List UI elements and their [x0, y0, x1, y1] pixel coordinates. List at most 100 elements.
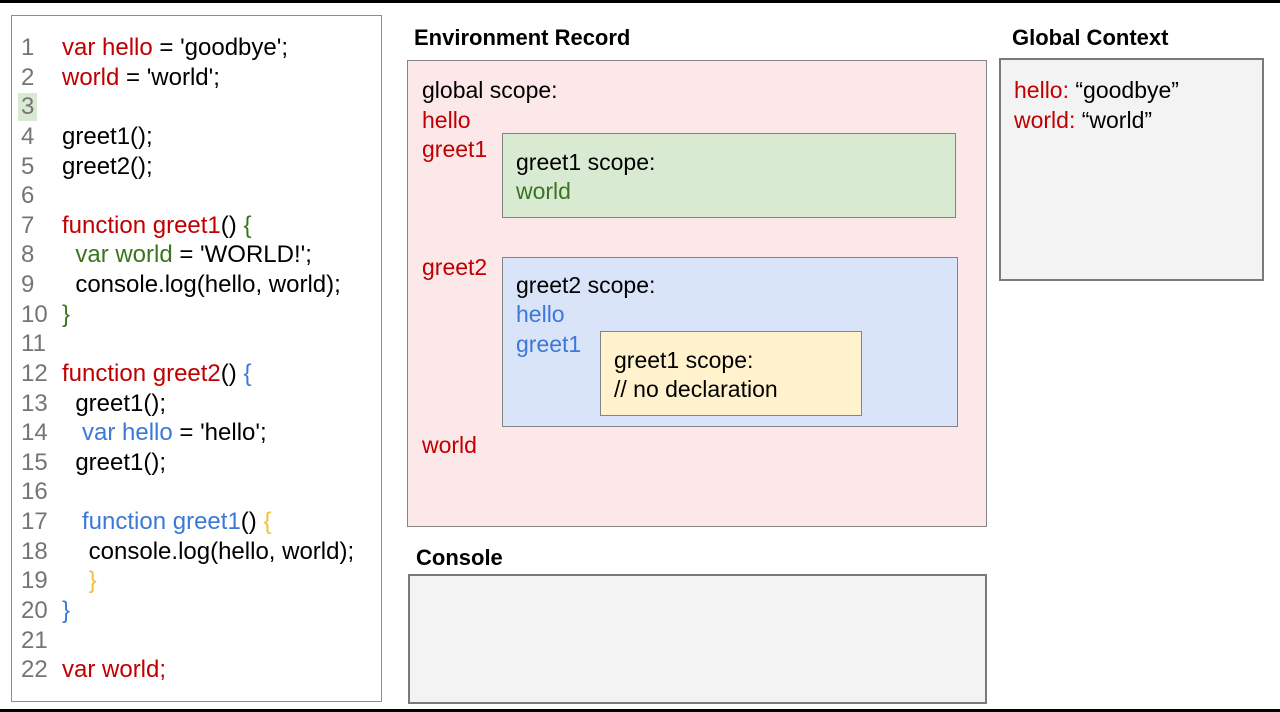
line-number: 22	[21, 656, 48, 684]
code-segment: greet2();	[62, 152, 153, 180]
code-lines: 1 var hello = 'goodbye'; 2 world = 'world';…	[12, 33, 381, 685]
line-number: 20	[21, 596, 48, 624]
code-segment: = 'goodbye';	[152, 34, 288, 61]
code-text: console.log(hello, world);	[62, 270, 340, 300]
code-line-1: 1 var hello = 'goodbye';	[12, 33, 381, 63]
code-text: }	[62, 300, 70, 330]
line-number: 13	[21, 389, 48, 417]
line-number: 1	[21, 34, 35, 61]
code-segment: = 'WORLD!';	[172, 241, 312, 269]
code-line-8: 8 var world = 'WORLD!';	[12, 240, 381, 270]
code-segment: var world	[75, 241, 173, 269]
line-number: 8	[21, 241, 35, 269]
line-number: 7	[21, 211, 35, 239]
code-segment: world	[62, 63, 120, 91]
code-segment: function greet1	[82, 508, 241, 535]
global-context-title: Global Context	[1012, 25, 1169, 50]
global-context-entry-world: world: “world”	[1014, 106, 1262, 136]
letterbox-top-bar	[0, 0, 1280, 3]
greet1-scope-label: greet1 scope:	[516, 149, 656, 175]
line-number: 5	[21, 152, 35, 180]
line-number: 9	[21, 271, 35, 298]
line-number: 19	[21, 567, 48, 595]
code-segment	[62, 419, 82, 446]
line-number: 6	[21, 182, 35, 210]
greet2-scope-item-greet1: greet1	[516, 331, 582, 357]
highlighted-line-number: 3	[18, 93, 38, 122]
code-text: greet2();	[62, 152, 153, 182]
code-segment	[62, 241, 75, 268]
code-segment: var hello	[82, 419, 173, 447]
inner-greet1-scope-label: greet1 scope:	[614, 347, 754, 373]
env-item-greet2: greet2	[422, 254, 488, 280]
code-segment: = 'hello';	[172, 419, 267, 447]
code-text: }	[62, 596, 70, 626]
code-line-21: 21	[12, 626, 381, 656]
code-segment: ()	[240, 508, 264, 535]
code-line-19: 19 }	[12, 566, 381, 596]
code-line-17: 17 function greet1() {	[12, 507, 381, 537]
code-segment: {	[243, 211, 252, 239]
code-text: }	[62, 566, 97, 596]
code-line-10: 10}	[12, 300, 381, 330]
code-segment: var hello	[62, 34, 153, 61]
code-line-18: 18 console.log(hello, world);	[12, 537, 381, 567]
line-number: 3	[12, 92, 62, 122]
line-number: 21	[21, 626, 48, 654]
global-context-entry-hello: hello: “goodbye”	[1014, 76, 1262, 106]
greet2-scope-label: greet2 scope:	[516, 272, 656, 298]
line-number: 15	[21, 448, 48, 476]
code-segment: function greet1	[62, 211, 221, 239]
code-text: var hello = 'goodbye';	[62, 33, 288, 63]
global-scope-label: global scope:	[422, 77, 558, 103]
code-text: greet1();	[62, 389, 166, 419]
code-text: var world = 'WORLD!';	[62, 240, 312, 270]
env-item-hello: hello	[422, 107, 471, 133]
code-segment: greet1();	[62, 389, 167, 417]
code-line-2: 2 world = 'world';	[12, 63, 381, 93]
code-line-16: 16	[12, 477, 381, 507]
code-line-7: 7 function greet1() {	[12, 211, 381, 241]
console-output-box	[408, 574, 987, 704]
code-segment: }	[88, 567, 97, 595]
code-text: world = 'world';	[62, 63, 220, 93]
code-editor-panel: 1 var hello = 'goodbye'; 2 world = 'world';…	[11, 15, 382, 702]
code-segment: = 'world';	[119, 63, 220, 91]
env-item-world: world	[422, 432, 477, 458]
code-segment: }	[62, 596, 71, 624]
line-number: 18	[21, 537, 48, 565]
code-line-5: 5 greet2();	[12, 152, 381, 182]
greet2-scope-item-hello: hello	[516, 301, 565, 327]
code-line-11: 11	[12, 329, 381, 359]
global-context-key-world: world:	[1014, 106, 1076, 133]
code-segment: greet1();	[62, 448, 167, 476]
inner-greet1-scope-box: greet1 scope: // no declaration	[600, 331, 862, 416]
code-segment: {	[263, 508, 272, 535]
code-segment: ()	[220, 211, 244, 239]
code-segment: {	[243, 359, 252, 387]
code-text: function greet1() {	[62, 507, 271, 537]
code-text: function greet2() {	[62, 359, 251, 389]
line-number: 4	[21, 122, 35, 150]
global-context-box: hello: “goodbye” world: “world”	[999, 58, 1264, 281]
code-line-15: 15 greet1();	[12, 448, 381, 478]
code-segment	[62, 508, 82, 535]
line-number: 14	[21, 419, 48, 447]
line-number: 10	[21, 300, 48, 328]
global-context-value-world: “world”	[1075, 106, 1153, 133]
greet1-scope-item-world: world	[516, 178, 571, 204]
env-item-greet1: greet1	[422, 136, 488, 162]
code-segment: ()	[220, 359, 244, 387]
code-line-20: 20}	[12, 596, 381, 626]
global-context-key-hello: hello:	[1014, 77, 1069, 103]
code-text: function greet1() {	[62, 211, 251, 241]
code-line-13: 13 greet1();	[12, 389, 381, 419]
code-line-6: 6	[12, 181, 381, 211]
line-number: 2	[21, 63, 35, 91]
code-text: var world;	[62, 655, 166, 685]
line-number: 16	[21, 478, 48, 506]
code-segment: }	[62, 300, 71, 328]
